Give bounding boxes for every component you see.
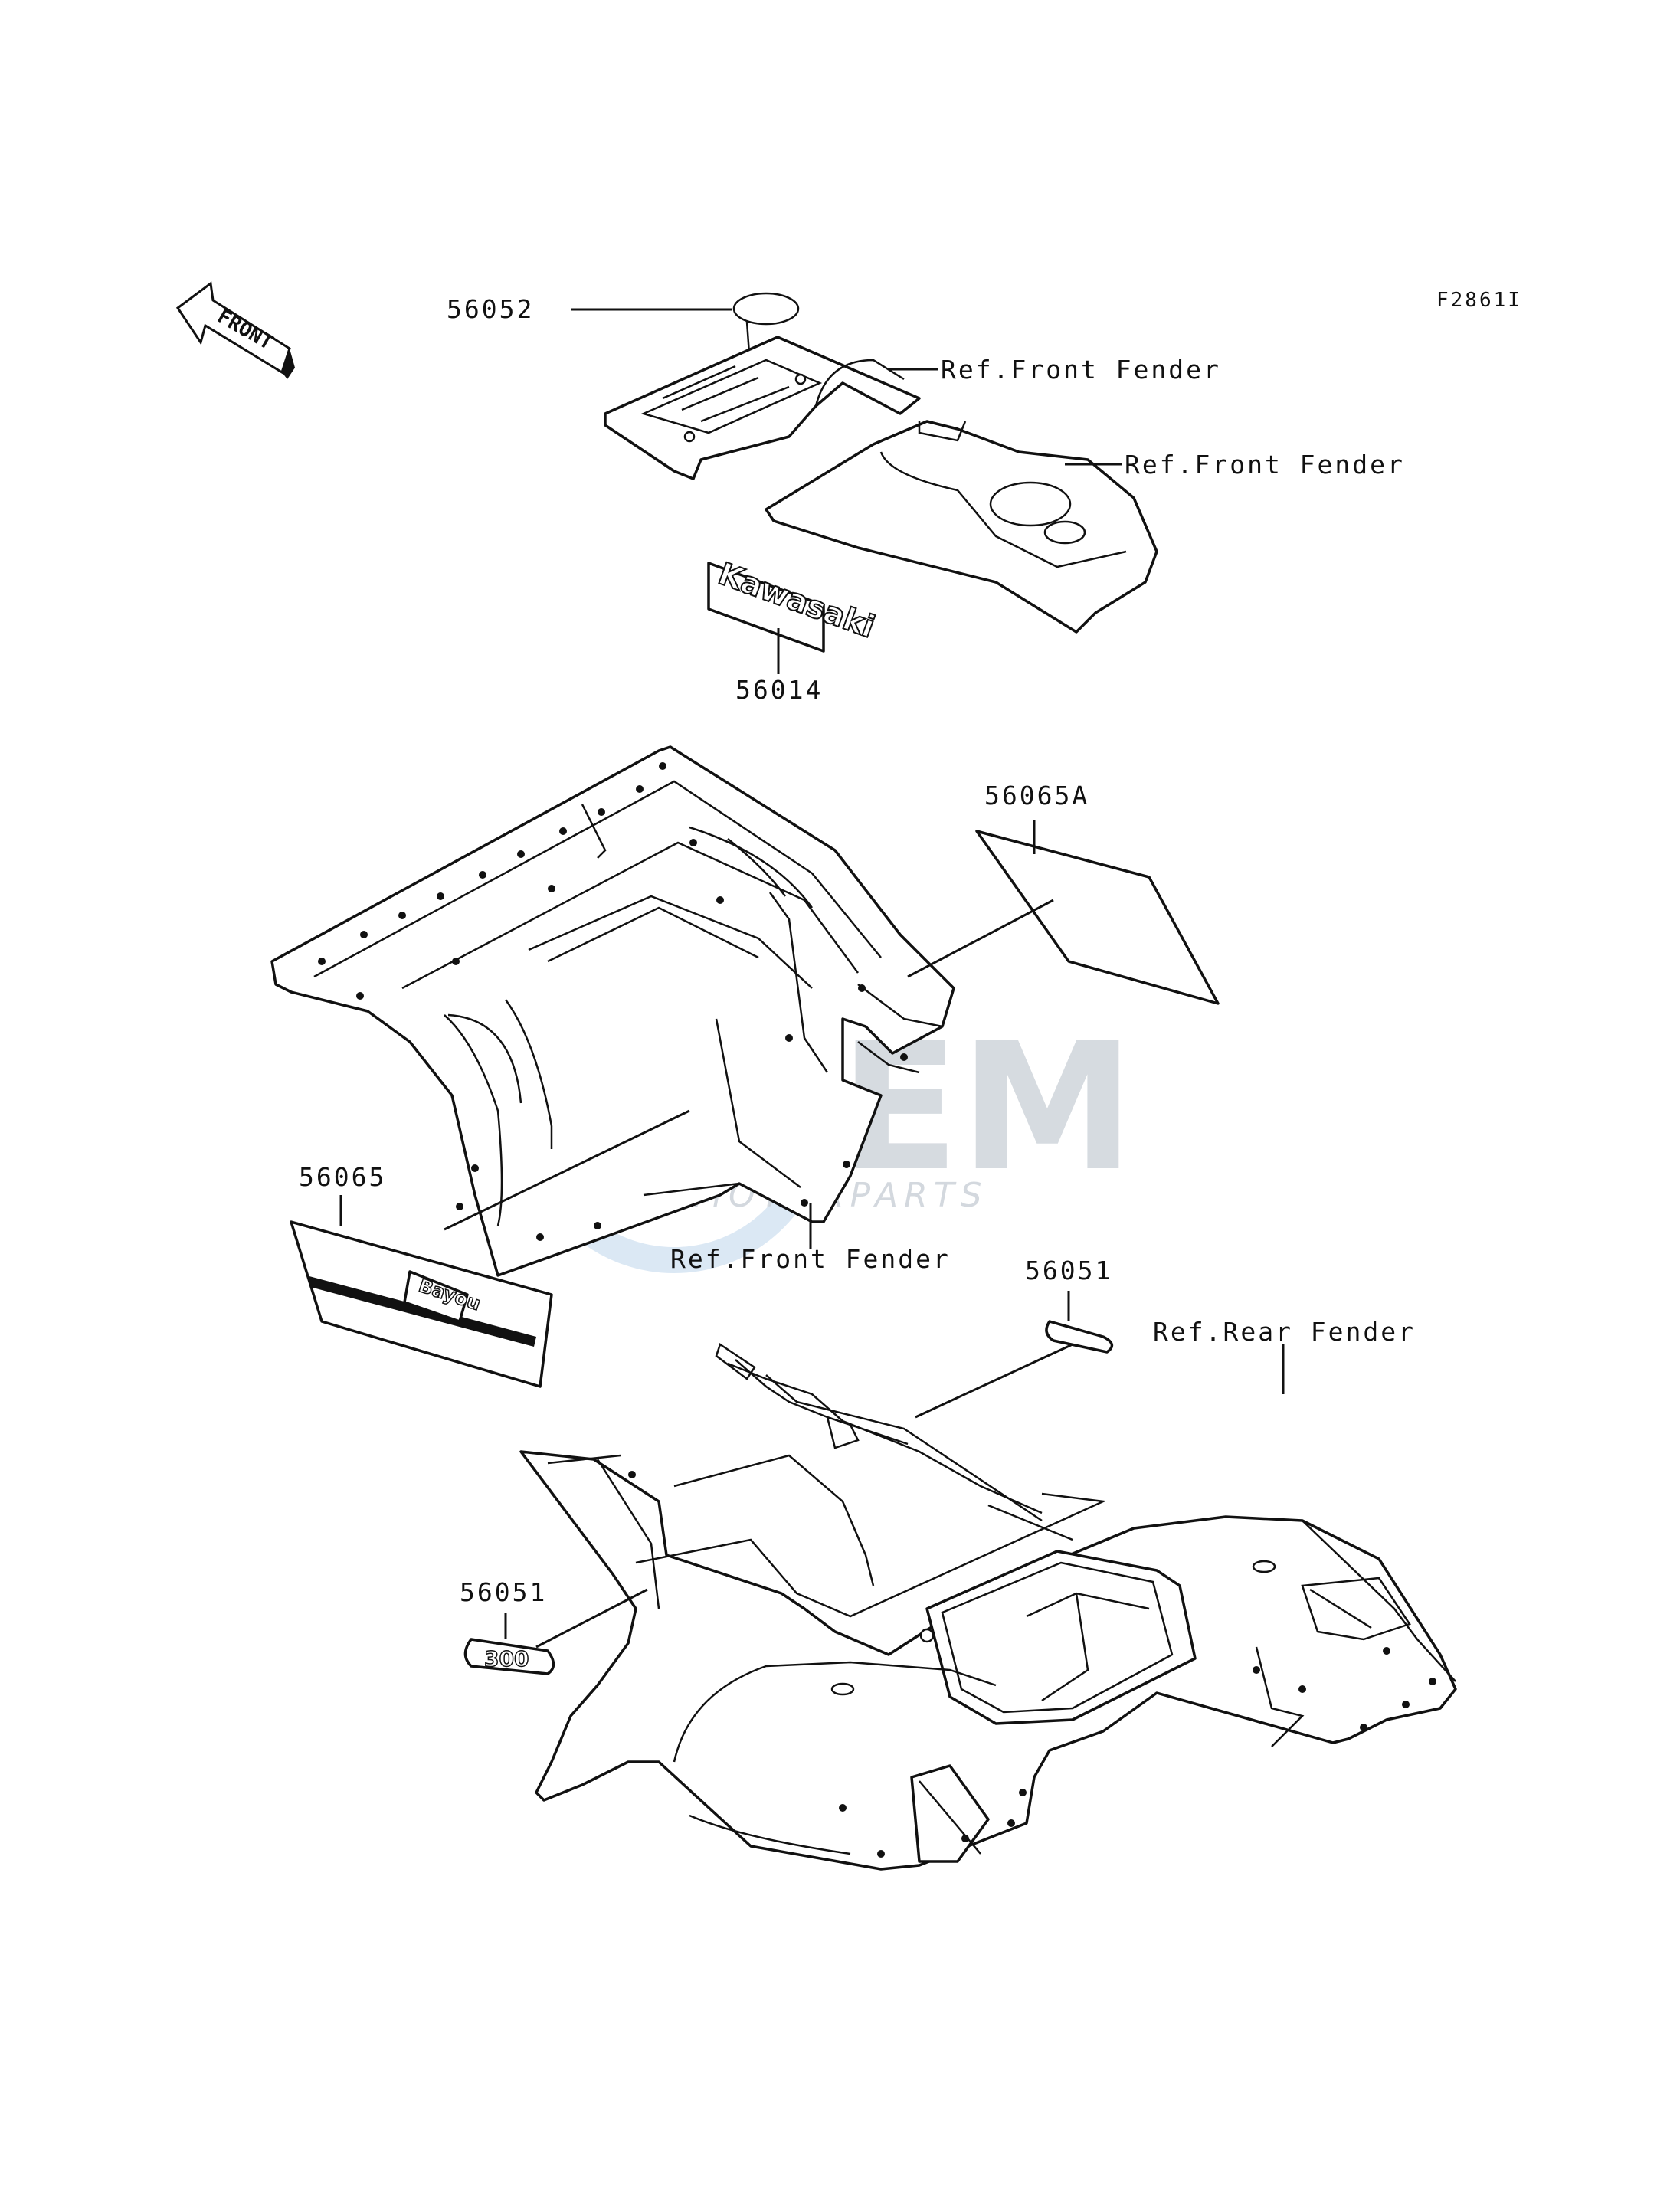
callout-ref-rear-fender: Ref.Rear Fender (1153, 1317, 1416, 1347)
rear-fender-assembly (519, 1343, 1457, 1871)
decal-model-text: 300 (484, 1646, 529, 1671)
callout-56014: 56014 (735, 675, 823, 705)
front-fender-assembly (270, 745, 955, 1277)
decal-56065A (975, 830, 1220, 1005)
callout-56065: 56065 (299, 1162, 386, 1192)
callout-56051-top: 56051 (1025, 1256, 1112, 1285)
callout-56052: 56052 (447, 294, 534, 324)
decal-56065-bayou: Bayou (290, 1220, 553, 1388)
leader-56065A-pointer (907, 899, 1054, 978)
front-rack-panel (604, 336, 921, 480)
leader-56051-bottom-pointer (535, 1588, 648, 1649)
callout-ref-front-fender-3: Ref.Front Fender (670, 1244, 951, 1274)
callout-ref-front-fender-2: Ref.Front Fender (1125, 450, 1405, 480)
leader-56065-pointer (444, 1109, 690, 1231)
decal-56051-model: 300 (463, 1638, 555, 1675)
callout-ref-front-fender-1: Ref.Front Fender (941, 355, 1221, 385)
front-arrow-icon: FRONT (175, 281, 295, 379)
decal-56052-oval (732, 292, 800, 326)
callout-56065A: 56065A (984, 781, 1089, 810)
decal-56051-top (1045, 1320, 1114, 1354)
callout-56051-bottom: 56051 (460, 1577, 547, 1607)
figure-code: F2861I (1436, 289, 1522, 312)
front-fender-center-panel (765, 420, 1158, 634)
decal-56014-kawasaki: Kawasaki (707, 555, 880, 653)
leader-56051-top-pointer (915, 1343, 1073, 1419)
